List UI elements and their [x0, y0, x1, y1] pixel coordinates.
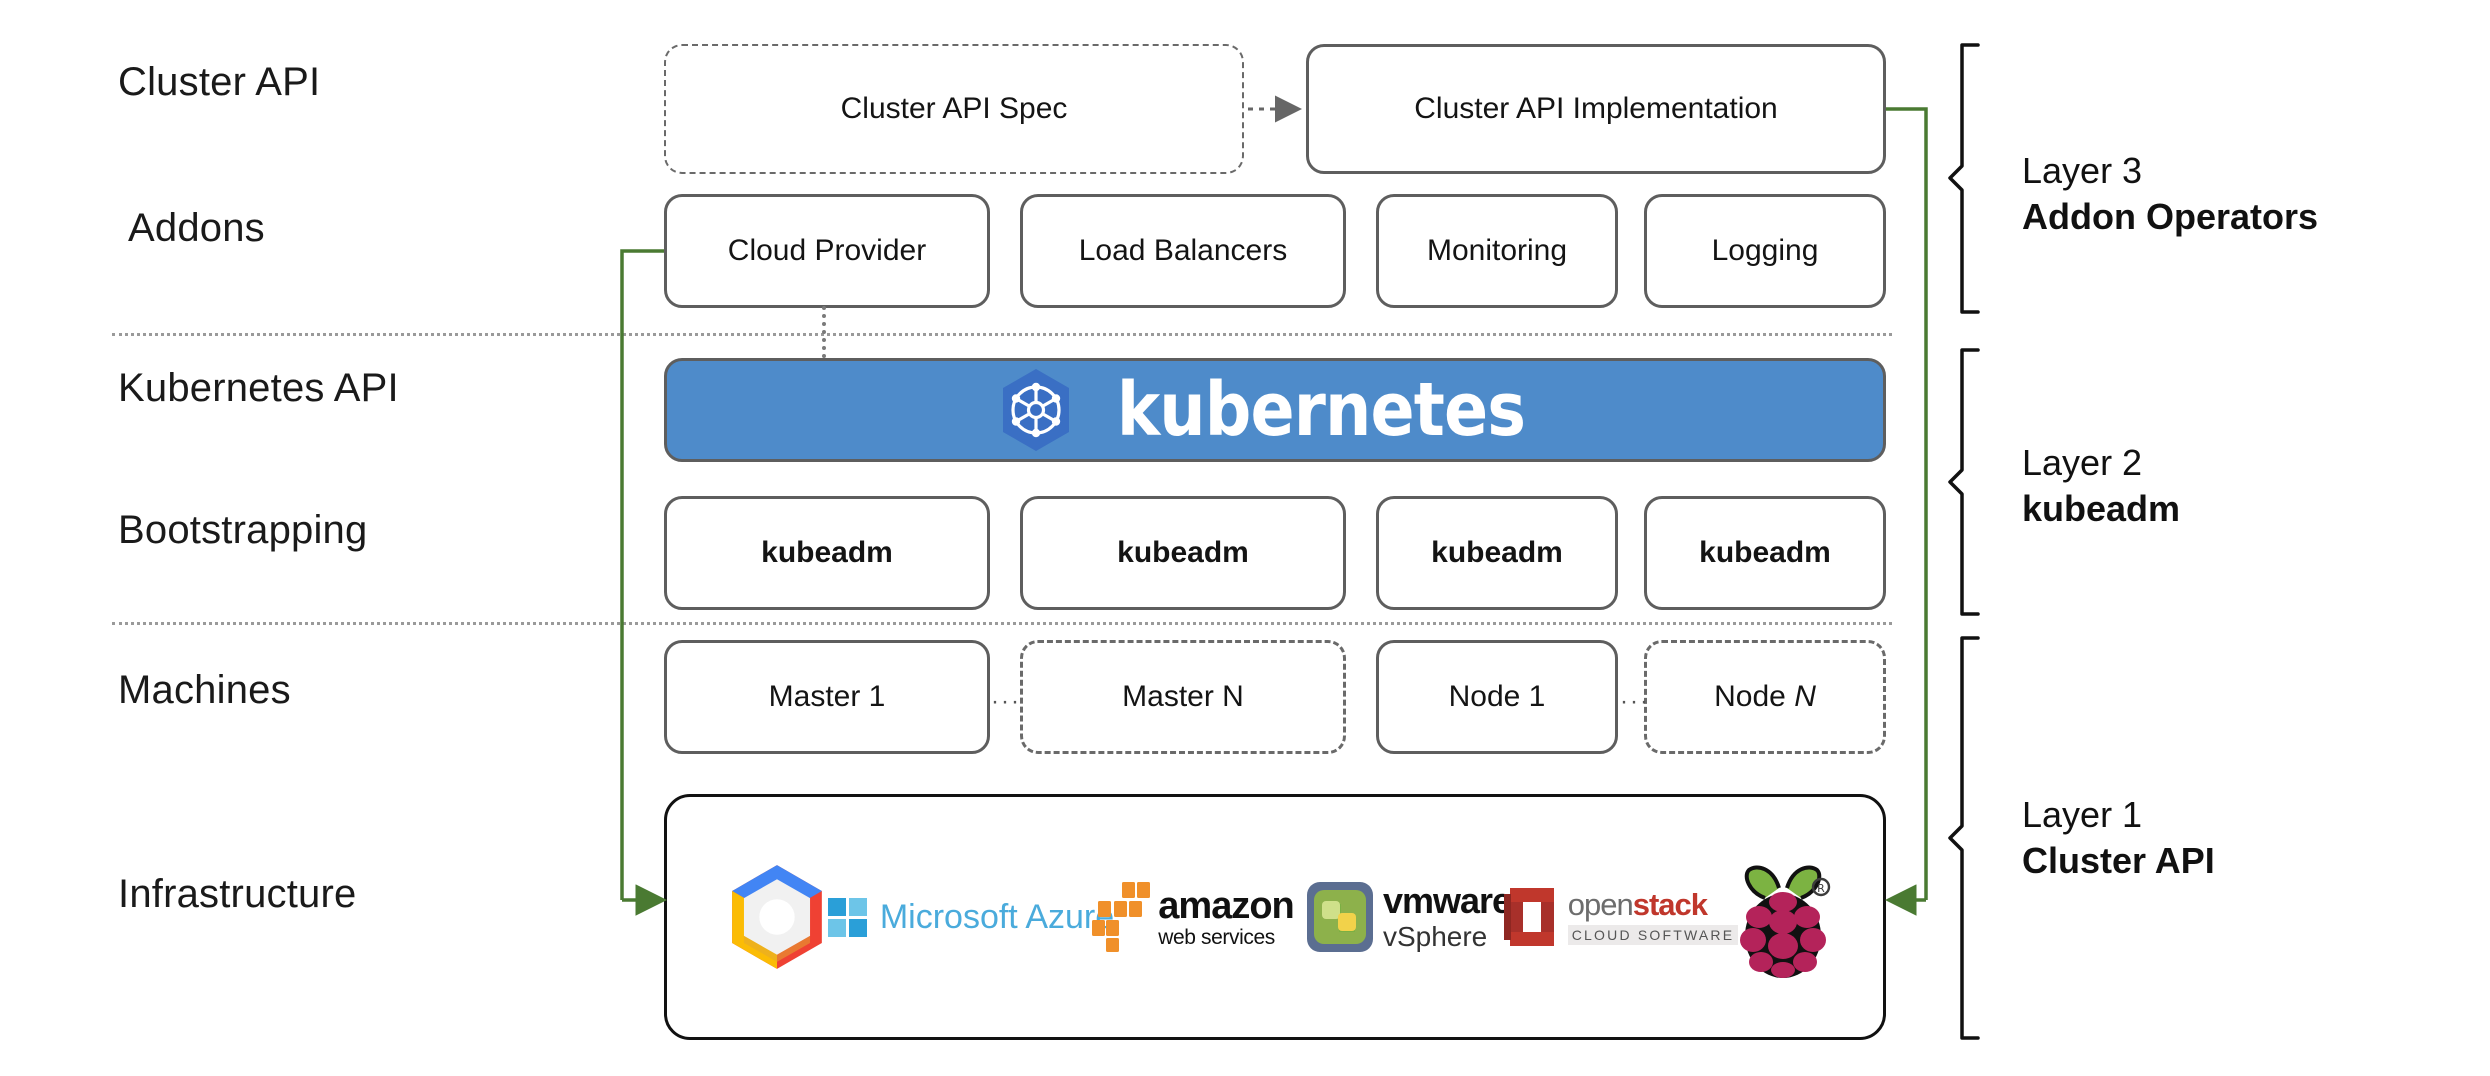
bootstrap-box-1[interactable]: kubeadm	[664, 496, 990, 610]
raspberry-pi-logo: R	[1723, 854, 1843, 980]
row-label-cluster-api: Cluster API	[118, 60, 321, 104]
bootstrap-box-3[interactable]: kubeadm	[1376, 496, 1618, 610]
bootstrap-label: kubeadm	[1117, 536, 1249, 569]
layer-separator-top	[112, 333, 1892, 336]
aws-label-bottom: web services	[1158, 925, 1275, 949]
vmware-label-top: vmware	[1382, 880, 1512, 921]
machine-box-node-n[interactable]: Node N	[1644, 640, 1886, 754]
kubernetes-banner: kubernetes	[664, 358, 1886, 462]
kubernetes-wordmark: kubernetes	[1116, 367, 1526, 453]
svg-text:R: R	[1817, 882, 1825, 895]
layer-separator-bottom	[112, 622, 1892, 625]
microsoft-azure-logo: Microsoft Azure	[827, 895, 1114, 939]
machine-label-italic-n: N	[1794, 680, 1816, 713]
machine-box-master-1[interactable]: Master 1	[664, 640, 990, 754]
layer-3-line2: Addon Operators	[2022, 196, 2319, 238]
machine-label: Node	[1714, 680, 1795, 713]
cluster-api-implementation-box[interactable]: Cluster API Implementation	[1306, 44, 1886, 174]
layer-label-1: Layer 1 Cluster API	[2022, 792, 2215, 884]
layer-label-3: Layer 3 Addon Operators	[2022, 148, 2318, 240]
addon-label: Logging	[1711, 234, 1819, 267]
row-label-kubernetes-api: Kubernetes API	[118, 366, 399, 410]
addon-label: Cloud Provider	[727, 234, 927, 267]
brace-layer-3	[1948, 43, 1980, 314]
bootstrap-box-4[interactable]: kubeadm	[1644, 496, 1886, 610]
row-label-infrastructure: Infrastructure	[118, 872, 357, 916]
layer-1-line2: Cluster API	[2022, 840, 2215, 882]
cloud-provider-to-kubernetes-connector	[822, 306, 826, 358]
green-connector-left	[620, 249, 667, 916]
amazon-web-services-logo: amazon web services	[1092, 880, 1295, 954]
machine-label: Node 1	[1448, 680, 1546, 713]
openstack-open: open	[1567, 887, 1634, 922]
kubernetes-helm-wheel-icon	[997, 367, 1075, 453]
brace-layer-2	[1948, 348, 1980, 616]
cluster-api-implementation-label: Cluster API Implementation	[1414, 92, 1778, 125]
addon-label: Load Balancers	[1078, 234, 1288, 267]
vmware-label-bottom: vSphere	[1382, 921, 1488, 952]
bootstrap-label: kubeadm	[761, 536, 893, 569]
machine-box-master-n[interactable]: Master N	[1020, 640, 1346, 754]
cluster-api-spec-box[interactable]: Cluster API Spec	[664, 44, 1244, 174]
infrastructure-box: Microsoft Azure amazon web services	[664, 794, 1886, 1040]
addon-box-load-balancers[interactable]: Load Balancers	[1020, 194, 1346, 308]
bootstrap-label: kubeadm	[1699, 536, 1831, 569]
machines-ellipsis-1: ···	[991, 688, 1021, 715]
microsoft-azure-label: Microsoft Azure	[879, 897, 1115, 936]
machine-box-node-1[interactable]: Node 1	[1376, 640, 1618, 754]
brace-layer-1	[1948, 636, 1980, 1040]
bootstrap-box-2[interactable]: kubeadm	[1020, 496, 1346, 610]
cluster-api-spec-label: Cluster API Spec	[840, 92, 1068, 125]
openstack-tagline: CLOUD SOFTWARE	[1567, 925, 1739, 945]
addon-box-cloud-provider[interactable]: Cloud Provider	[664, 194, 990, 308]
machines-ellipsis-2: ···	[1620, 688, 1650, 715]
machine-label: Master 1	[768, 680, 886, 713]
addon-box-monitoring[interactable]: Monitoring	[1376, 194, 1618, 308]
aws-label-top: amazon	[1158, 884, 1294, 927]
machine-label-node-n: Node N	[1714, 680, 1816, 714]
openstack-wordmark: openstack	[1568, 889, 1739, 920]
row-label-bootstrapping: Bootstrapping	[118, 508, 368, 552]
openstack-stack: stack	[1632, 887, 1708, 922]
bootstrap-label: kubeadm	[1431, 536, 1563, 569]
addon-label: Monitoring	[1426, 234, 1568, 267]
layer-label-2: Layer 2 kubeadm	[2022, 440, 2180, 532]
row-label-machines: Machines	[118, 668, 291, 712]
vmware-wordmark: vmware	[1382, 880, 1512, 921]
layer-2-line2: kubeadm	[2022, 488, 2181, 530]
layer-2-line1: Layer 2	[2022, 442, 2143, 483]
row-label-addons: Addons	[128, 206, 265, 250]
layer-3-line1: Layer 3	[2022, 150, 2143, 191]
vmware-vsphere-logo: vmware vSphere	[1297, 880, 1519, 954]
green-connector-right	[1885, 107, 1928, 916]
addon-box-logging[interactable]: Logging	[1644, 194, 1886, 308]
google-cloud-platform-icon	[707, 858, 847, 976]
openstack-logo: openstack CLOUD SOFTWARE	[1503, 884, 1739, 950]
machine-label: Master N	[1122, 680, 1244, 713]
layer-1-line1: Layer 1	[2022, 794, 2143, 835]
